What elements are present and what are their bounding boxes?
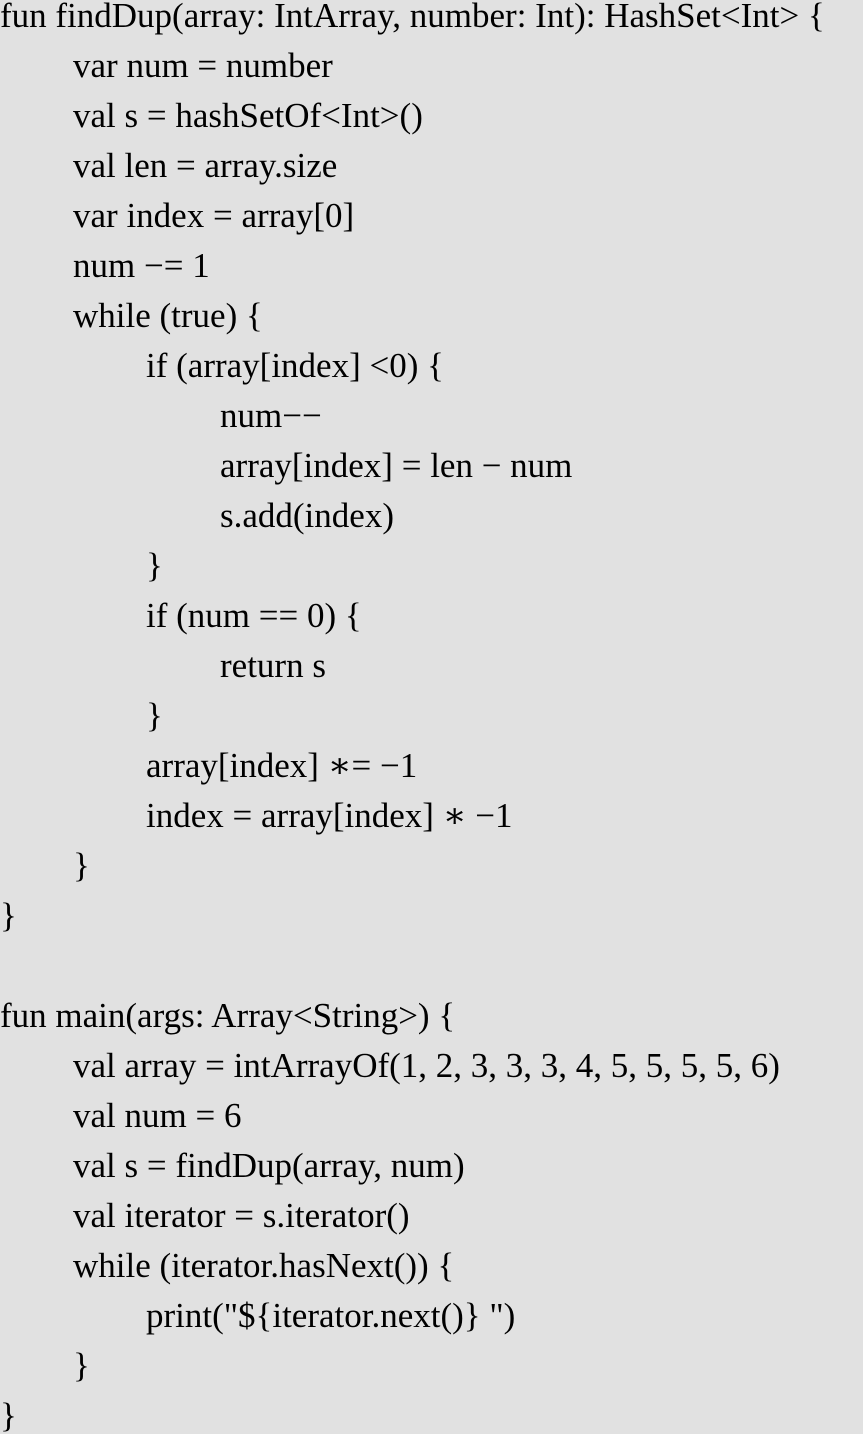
code-line: val s = findDup(array, num) bbox=[73, 1146, 465, 1185]
code-line: var num = number bbox=[73, 46, 333, 85]
code-line: while (iterator.hasNext()) { bbox=[73, 1246, 455, 1285]
code-line: index = array[index] ∗ −1 bbox=[146, 796, 513, 835]
code-line: } bbox=[0, 896, 17, 935]
code-line: num −= 1 bbox=[73, 246, 210, 285]
code-line: var index = array[0] bbox=[73, 196, 355, 235]
code-line: fun main(args: Array<String>) { bbox=[0, 996, 456, 1035]
code-line: val iterator = s.iterator() bbox=[73, 1196, 410, 1235]
code-line: val num = 6 bbox=[73, 1096, 242, 1135]
code-line: } bbox=[146, 696, 163, 735]
code-line: while (true) { bbox=[73, 296, 263, 335]
code-line: if (array[index] <0) { bbox=[146, 346, 444, 385]
code-line: array[index] = len − num bbox=[220, 446, 573, 485]
code-line: num−− bbox=[220, 396, 322, 435]
code-line: s.add(index) bbox=[220, 496, 394, 535]
code-line: val len = array.size bbox=[73, 146, 338, 185]
code-line: return s bbox=[220, 646, 326, 685]
code-line: print("${iterator.next()} ") bbox=[146, 1296, 516, 1335]
code-line: } bbox=[0, 1396, 17, 1434]
code-line: fun findDup(array: IntArray, number: Int… bbox=[0, 0, 825, 35]
code-line: } bbox=[73, 846, 90, 885]
code-line: if (num == 0) { bbox=[146, 596, 362, 635]
code-line: } bbox=[73, 1346, 90, 1385]
code-line: } bbox=[146, 546, 163, 585]
code-line: val s = hashSetOf<Int>() bbox=[73, 96, 423, 135]
code-line: val array = intArrayOf(1, 2, 3, 3, 3, 4,… bbox=[73, 1046, 780, 1085]
code-line: array[index] ∗= −1 bbox=[146, 746, 418, 785]
